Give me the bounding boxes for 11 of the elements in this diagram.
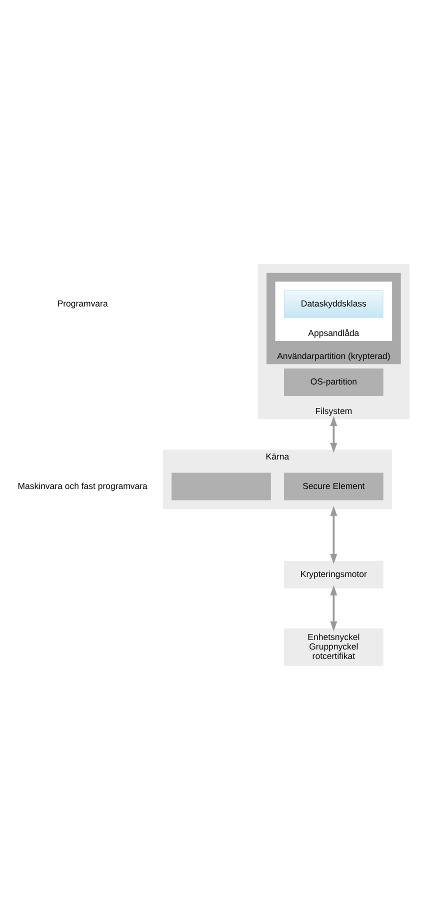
node-box — [172, 472, 271, 500]
arrow — [330, 584, 338, 631]
arrow — [330, 505, 338, 564]
label: Maskinvara och fast programvara — [18, 480, 148, 490]
node-box: Secure Element — [284, 472, 384, 500]
node-box: Krypteringsmotor — [284, 560, 384, 588]
arrow — [330, 415, 338, 452]
node-box: Dataskyddsklass — [284, 290, 384, 318]
node-box: Enhetsnyckel Gruppnyckel rotcertifikat — [284, 628, 384, 666]
label: Programvara — [57, 298, 108, 308]
node-box: OS-partition — [284, 368, 384, 396]
